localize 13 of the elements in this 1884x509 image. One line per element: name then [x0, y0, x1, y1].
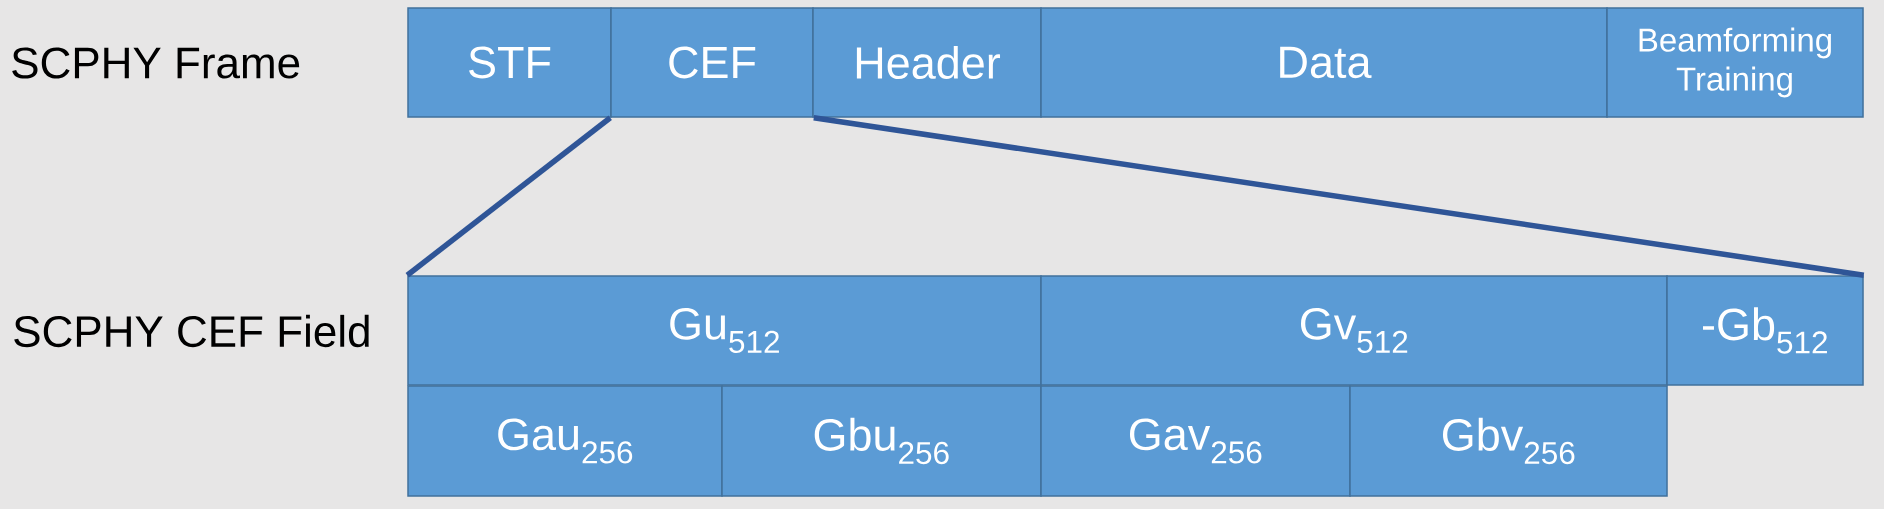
row-label: SCPHY CEF Field	[14, 314, 369, 348]
field-box: Gbv$_{256}$	[1349, 385, 1668, 497]
field-box: CEF	[610, 7, 814, 118]
field-box: Gbu$_{256}$	[721, 385, 1042, 497]
field-box: Gav$_{256}$	[1040, 385, 1351, 497]
zoom-line	[405, 115, 612, 278]
field-box: Gu$_{512}$	[407, 275, 1042, 386]
field-box: Gau$_{256}$	[407, 385, 723, 497]
row-label: SCPHY Frame	[12, 47, 300, 79]
field-box: Beamforming Training	[1606, 7, 1864, 118]
field-box: Header	[812, 7, 1042, 118]
field-box: STF	[407, 7, 612, 118]
field-box: -Gb$_{512}$	[1666, 275, 1864, 386]
